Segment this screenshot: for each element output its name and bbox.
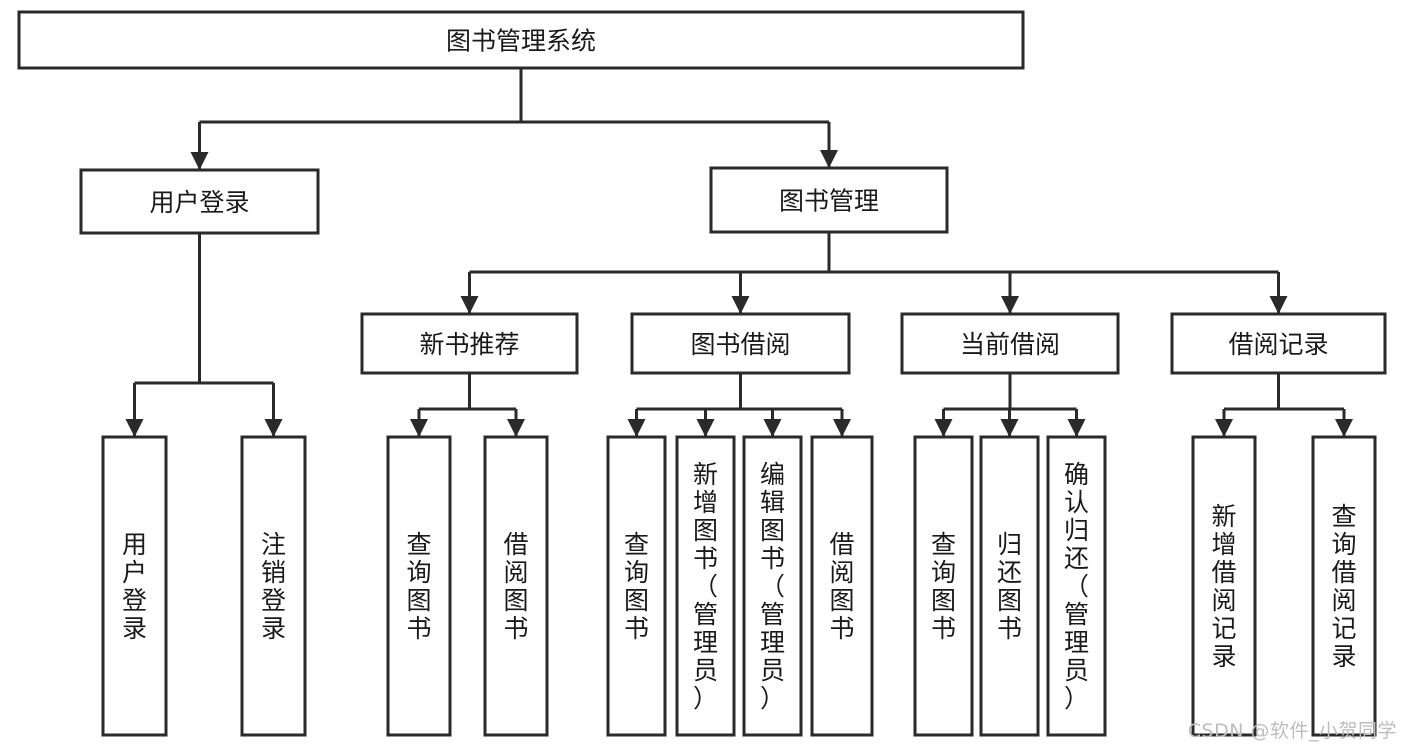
node-label-user-login: 用户登录 xyxy=(149,188,249,217)
node-box-leaf-borrow-book-1 xyxy=(483,435,549,737)
node-leaf-query-book-2[interactable]: 查询图书 xyxy=(606,435,667,737)
node-box-user-login xyxy=(79,168,320,235)
node-borrow-record[interactable]: 借阅记录 xyxy=(1170,312,1387,375)
node-label-leaf-edit-book: 编辑图书（管理员） xyxy=(760,460,785,713)
node-box-leaf-add-record xyxy=(1191,435,1257,737)
node-label-leaf-user-login: 用户登录 xyxy=(122,530,147,643)
watermark-text: CSDN @软件_小贺同学 xyxy=(1187,720,1397,742)
node-label-leaf-query-book-2: 查询图书 xyxy=(624,530,649,643)
node-label-leaf-query-record: 查询借阅记录 xyxy=(1331,502,1356,671)
node-label-leaf-add-record: 新增借阅记录 xyxy=(1211,502,1236,671)
node-label-leaf-borrow-book-2: 借阅图书 xyxy=(829,530,854,643)
node-label-leaf-confirm-return: 确认归还（管理员） xyxy=(1064,460,1089,713)
node-box-leaf-query-book-1 xyxy=(386,435,452,737)
node-label-leaf-add-book: 新增图书（管理员） xyxy=(693,460,718,713)
node-box-leaf-query-book-3 xyxy=(913,435,974,737)
node-book-borrow[interactable]: 图书借阅 xyxy=(630,312,851,375)
node-book-manage[interactable]: 图书管理 xyxy=(709,166,949,234)
node-label-book-manage: 图书管理 xyxy=(779,187,879,216)
node-leaf-return-book[interactable]: 归还图书 xyxy=(979,435,1040,737)
node-leaf-logout-login[interactable]: 注销登录 xyxy=(240,435,307,737)
node-label-book-borrow: 图书借阅 xyxy=(690,330,790,359)
node-root[interactable]: 图书管理系统 xyxy=(17,10,1025,70)
node-leaf-borrow-book-2[interactable]: 借阅图书 xyxy=(810,435,874,737)
node-label-current-borrow: 当前借阅 xyxy=(960,330,1060,359)
node-leaf-edit-book[interactable]: 编辑图书（管理员） xyxy=(742,435,803,737)
node-label-leaf-borrow-book-1: 借阅图书 xyxy=(503,530,528,643)
node-box-book-manage xyxy=(709,166,949,234)
node-leaf-add-record[interactable]: 新增借阅记录 xyxy=(1191,435,1257,737)
node-box-current-borrow xyxy=(900,312,1120,375)
node-leaf-user-login[interactable]: 用户登录 xyxy=(101,435,168,737)
node-label-root: 图书管理系统 xyxy=(446,27,596,56)
node-box-root xyxy=(17,10,1025,70)
node-label-new-book-recommend: 新书推荐 xyxy=(419,330,519,359)
node-box-leaf-query-book-2 xyxy=(606,435,667,737)
node-box-leaf-add-book xyxy=(675,435,736,737)
node-box-book-borrow xyxy=(630,312,851,375)
node-label-leaf-return-book: 归还图书 xyxy=(997,530,1022,643)
node-box-leaf-return-book xyxy=(979,435,1040,737)
node-leaf-confirm-return[interactable]: 确认归还（管理员） xyxy=(1046,435,1107,737)
node-label-leaf-logout-login: 注销登录 xyxy=(261,530,286,643)
node-label-borrow-record: 借阅记录 xyxy=(1228,330,1328,359)
node-new-book-recommend[interactable]: 新书推荐 xyxy=(360,312,579,375)
node-label-leaf-query-book-1: 查询图书 xyxy=(406,530,431,643)
node-layer: 图书管理系统用户登录图书管理新书推荐图书借阅当前借阅借阅记录用户登录注销登录查询… xyxy=(17,10,1387,737)
node-box-leaf-query-record xyxy=(1311,435,1377,737)
node-box-leaf-confirm-return xyxy=(1046,435,1107,737)
node-leaf-query-record[interactable]: 查询借阅记录 xyxy=(1311,435,1377,737)
node-leaf-borrow-book-1[interactable]: 借阅图书 xyxy=(483,435,549,737)
node-box-new-book-recommend xyxy=(360,312,579,375)
node-leaf-add-book[interactable]: 新增图书（管理员） xyxy=(675,435,736,737)
node-leaf-query-book-3[interactable]: 查询图书 xyxy=(913,435,974,737)
node-box-leaf-logout-login xyxy=(240,435,307,737)
node-current-borrow[interactable]: 当前借阅 xyxy=(900,312,1120,375)
edge-layer xyxy=(125,68,1353,437)
node-box-leaf-borrow-book-2 xyxy=(810,435,874,737)
node-box-borrow-record xyxy=(1170,312,1387,375)
node-box-leaf-edit-book xyxy=(742,435,803,737)
node-user-login[interactable]: 用户登录 xyxy=(79,168,320,235)
node-label-leaf-query-book-3: 查询图书 xyxy=(931,530,956,643)
node-leaf-query-book-1[interactable]: 查询图书 xyxy=(386,435,452,737)
node-box-leaf-user-login xyxy=(101,435,168,737)
